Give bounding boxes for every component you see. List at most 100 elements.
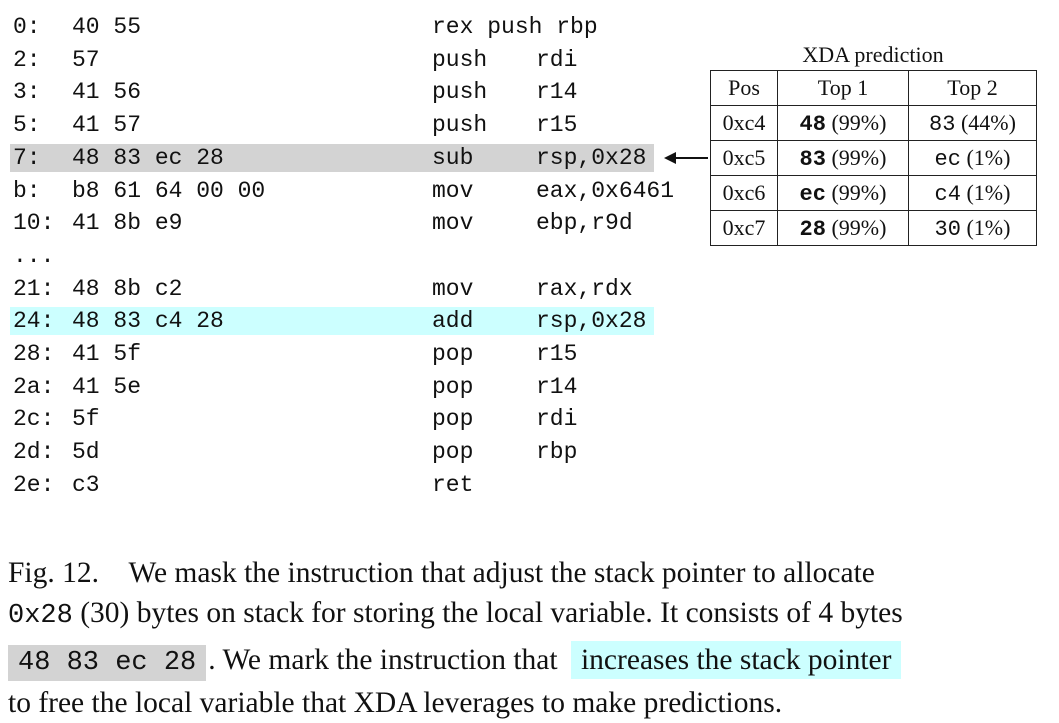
top1-cell: 83 (99%) xyxy=(777,140,909,176)
top1-byte: 28 xyxy=(799,216,826,242)
listing-operands: rdi xyxy=(536,406,578,433)
listing-bytes: 41 56 xyxy=(72,79,142,106)
listing-mnemonic: pop xyxy=(432,406,474,433)
listing-bytes: 41 8b e9 xyxy=(72,210,183,237)
header-pos: Pos xyxy=(710,70,778,106)
listing-bytes: 48 83 ec 28 xyxy=(72,144,224,171)
top1-pct: (99%) xyxy=(831,109,887,135)
listing-mnemonic: ret xyxy=(432,471,474,498)
listing-operands: rbp xyxy=(536,439,578,466)
listing-bytes: 48 83 c4 28 xyxy=(72,308,224,335)
listing-bytes: 57 xyxy=(72,46,100,73)
listing-operands: r14 xyxy=(536,79,578,106)
top1-cell: 28 (99%) xyxy=(777,210,909,246)
listing-addr: 2e: xyxy=(13,471,55,498)
top1-pct: (99%) xyxy=(831,179,887,205)
listing-mnemonic: push xyxy=(432,79,488,106)
listing-addr: 28: xyxy=(13,341,55,367)
listing-addr: ... xyxy=(13,242,55,269)
pos-cell: 0xc7 xyxy=(710,210,778,246)
listing-bytes: b8 61 64 00 00 xyxy=(72,177,266,204)
listing-addr: 2: xyxy=(13,46,41,73)
listing-bytes: c3 xyxy=(72,471,100,498)
listing-addr: 5: xyxy=(13,112,41,139)
listing-operands: r15 xyxy=(536,112,578,139)
listing-addr: 2d: xyxy=(13,439,55,466)
listing-mnemonic: mov xyxy=(432,210,474,237)
caption-highlight-increase: increases the stack pointer xyxy=(570,641,902,679)
listing-operands: ebp,r9d xyxy=(536,210,633,237)
listing-operands: rsp,0x28 xyxy=(536,144,647,171)
pos-cell: 0xc4 xyxy=(710,105,778,141)
caption-line-4: to free the local variable that XDA leve… xyxy=(8,683,1048,723)
listing-mnemonic: mov xyxy=(432,275,474,302)
figure-caption: Fig. 12. We mask the instruction that ad… xyxy=(8,553,1048,723)
figure-label: Fig. 12. xyxy=(8,557,99,589)
listing-operands: r14 xyxy=(536,373,578,400)
listing-mnemonic: pop xyxy=(432,341,474,367)
listing-bytes: 41 57 xyxy=(72,112,142,139)
listing-addr: 24: xyxy=(13,308,55,335)
listing-mnemonic: push xyxy=(432,112,488,139)
caption-text-4: to free the local variable that XDA leve… xyxy=(8,687,783,719)
listing-mnemonic: pop xyxy=(432,373,474,400)
listing-operands: rsp,0x28 xyxy=(536,308,647,335)
top2-byte: 83 xyxy=(929,111,956,137)
caption-line-1: Fig. 12. We mask the instruction that ad… xyxy=(8,553,1048,593)
top1-byte: 83 xyxy=(799,146,826,172)
listing-mnemonic: push xyxy=(432,46,488,73)
caption-text-3: . We mark the instruction that xyxy=(208,644,558,676)
top1-pct: (99%) xyxy=(831,144,887,170)
listing-addr: b: xyxy=(13,177,41,204)
listing-mnemonic: mov xyxy=(432,177,474,204)
caption-line-2: 0x28 (30) bytes on stack for storing the… xyxy=(8,593,1048,636)
table-header-row: Pos Top 1 Top 2 xyxy=(710,70,1037,106)
listing-mnemonic: pop xyxy=(432,439,474,466)
listing-mnemonic: rex push rbp xyxy=(432,14,598,40)
listing-addr: 21: xyxy=(13,275,55,302)
top2-cell: 83 (44%) xyxy=(908,105,1037,141)
top2-pct: (1%) xyxy=(966,144,1011,170)
listing-operands: r15 xyxy=(536,341,578,367)
top1-pct: (99%) xyxy=(831,214,887,240)
caption-code-bytes: 48 83 ec 28 xyxy=(8,645,207,681)
table-row: 0xc6 ec (99%) c4 (1%) xyxy=(710,175,1037,211)
caption-code-0x28: 0x28 xyxy=(8,601,73,631)
listing-bytes: 48 8b c2 xyxy=(72,275,183,302)
top2-cell: 30 (1%) xyxy=(908,210,1037,246)
caption-line-3: 48 83 ec 28. We mark the instruction tha… xyxy=(8,640,1048,683)
listing-row: 24: 48 83 c4 28 add rsp,0x28 xyxy=(10,307,654,336)
listing-addr: 2a: xyxy=(13,373,55,400)
top2-cell: ec (1%) xyxy=(908,140,1037,176)
listing-bytes: 5f xyxy=(72,406,100,433)
listing-bytes: 41 5e xyxy=(72,373,142,400)
listing-mnemonic: sub xyxy=(432,144,474,171)
listing-operands: rax,rdx xyxy=(536,275,633,302)
listing-bytes: 41 5f xyxy=(72,341,142,367)
listing-bytes: 40 55 xyxy=(72,14,142,40)
header-top2: Top 2 xyxy=(908,70,1037,106)
listing-addr: 2c: xyxy=(13,406,55,433)
arrow-icon xyxy=(664,152,708,164)
listing-addr: 7: xyxy=(13,144,41,171)
top2-pct: (1%) xyxy=(966,214,1011,240)
top2-cell: c4 (1%) xyxy=(908,175,1037,211)
top1-byte: ec xyxy=(799,181,826,207)
listing-bytes: 5d xyxy=(72,439,100,466)
caption-text-2: (30) bytes on stack for storing the loca… xyxy=(72,597,903,629)
top2-byte: ec xyxy=(934,146,961,172)
top1-cell: 48 (99%) xyxy=(777,105,909,141)
caption-text-1: We mask the instruction that adjust the … xyxy=(128,557,875,589)
pos-cell: 0xc6 xyxy=(710,175,778,211)
top1-byte: 48 xyxy=(799,111,826,137)
listing-mnemonic: add xyxy=(432,308,474,335)
listing-addr: 10: xyxy=(13,210,55,237)
header-top1: Top 1 xyxy=(777,70,909,106)
top2-byte: c4 xyxy=(934,181,961,207)
listing-operands: rdi xyxy=(536,46,578,73)
top2-pct: (44%) xyxy=(960,109,1016,135)
xda-prediction-title: XDA prediction xyxy=(802,42,944,67)
